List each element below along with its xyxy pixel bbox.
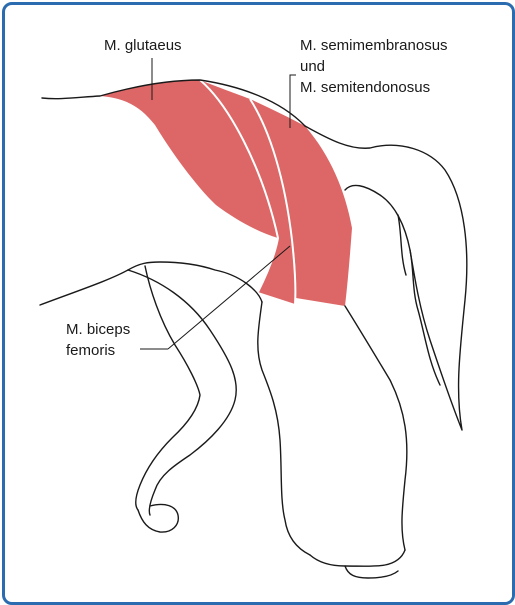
outline-near-hoof [310, 550, 405, 566]
label-semi-line3: M. semitendonosus [300, 79, 430, 96]
label-semi-line1: M. semimembranosus [300, 37, 448, 54]
label-biceps-line1: M. biceps [66, 321, 130, 338]
label-biceps-line2: femoris [66, 342, 115, 359]
outline-far-hoof [138, 504, 178, 532]
outline-belly [40, 262, 262, 305]
label-glutaeus: M. glutaeus [104, 37, 182, 54]
outline-near-hoof-sole [345, 566, 398, 578]
outline-far-leg-front [128, 270, 236, 515]
outline-near-leg-front [258, 302, 310, 555]
outline-near-leg-back [345, 306, 407, 550]
leader-biceps [168, 246, 290, 349]
label-semi-line2: und [300, 58, 325, 75]
muscle-group [100, 80, 352, 306]
outline-far-leg-back [136, 266, 200, 510]
outline-tail-strand-1 [410, 250, 440, 385]
